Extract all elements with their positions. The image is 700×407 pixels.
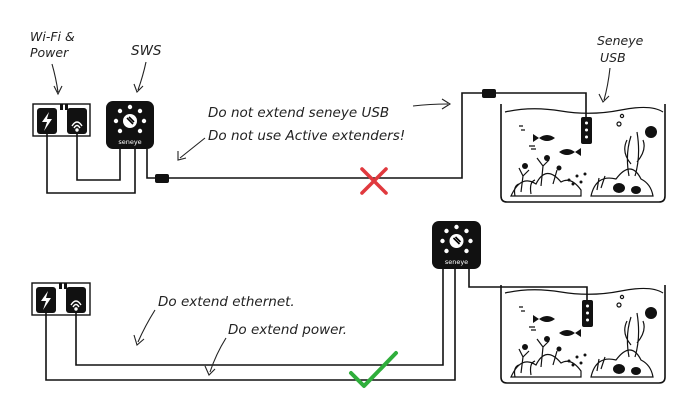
- usb-connector-left: [155, 174, 169, 183]
- ethernet-cable-top: [76, 134, 121, 181]
- ethernet-socket-bottom: [66, 287, 86, 313]
- ethernet-cable-bottom: [75, 269, 444, 366]
- warning-line2: Do not use Active extenders!: [208, 128, 405, 144]
- power-pointer: [204, 337, 227, 376]
- wifi-power-label-line1: Wi-Fi &: [30, 29, 75, 44]
- seneye-usb-sensor-bottom: [582, 300, 593, 327]
- wall-outlet-bottom: [31, 282, 91, 316]
- sws-usb-stub: [146, 149, 155, 179]
- power-cable-bottom: [45, 269, 456, 381]
- warning-line1: Do not extend seneye USB: [208, 105, 389, 121]
- sws-brand-text-top: seneye: [118, 138, 141, 146]
- usb-cable-bottom: [468, 269, 588, 300]
- sws-pointer: [133, 61, 147, 93]
- note-extend-ethernet: Do extend ethernet.: [158, 294, 295, 310]
- wifi-power-label-line2: Power: [30, 45, 69, 60]
- wall-outlet-top: [32, 103, 91, 137]
- ethernet-socket-top: [67, 108, 87, 134]
- sws-device-top: seneye: [106, 101, 154, 149]
- seneye-usb-sensor-top: [581, 117, 592, 144]
- wifi-power-pointer: [51, 63, 63, 96]
- warning-pointer-right: [412, 98, 452, 110]
- usb-connector-right: [482, 89, 496, 98]
- sws-label: SWS: [131, 43, 162, 59]
- lightning-icon: [42, 112, 52, 131]
- green-check-icon: [349, 351, 398, 388]
- usb-extension-cable: [169, 92, 482, 179]
- lightning-icon: [41, 291, 51, 310]
- seneye-usb-label-line1: Seneye: [597, 33, 644, 48]
- power-cable-top: [46, 134, 136, 194]
- sws-device-bottom: seneye: [432, 221, 481, 269]
- wifi-icon: [71, 121, 83, 132]
- seneye-usb-label-line2: USB: [600, 50, 626, 65]
- sws-brand-text-bottom: seneye: [445, 258, 468, 266]
- note-extend-power: Do extend power.: [228, 322, 347, 338]
- seneye-usb-pointer: [598, 67, 611, 103]
- wifi-icon: [70, 300, 82, 311]
- warning-pointer-left: [177, 137, 206, 161]
- red-cross-icon: [360, 167, 388, 195]
- usb-cable-to-sensor: [496, 92, 587, 117]
- ethernet-pointer: [133, 309, 156, 346]
- aquarium-bottom: [500, 284, 666, 384]
